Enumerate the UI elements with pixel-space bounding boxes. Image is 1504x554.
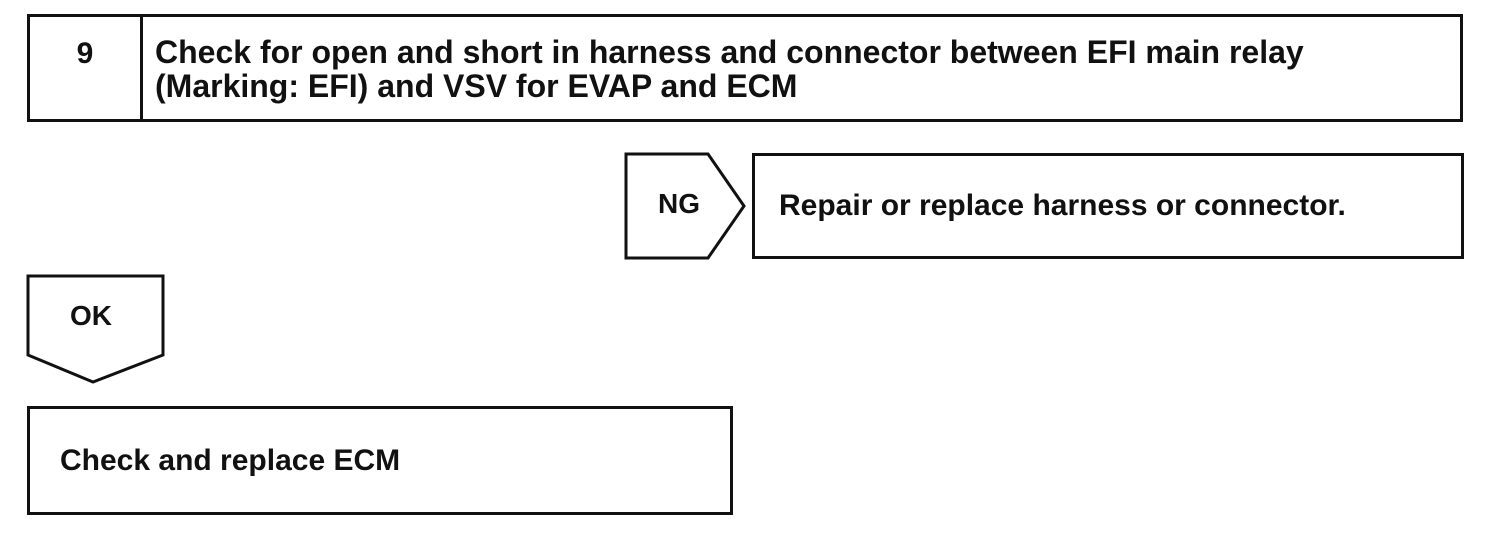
step-header: 9 Check for open and short in harness an… — [27, 14, 1463, 122]
ok-label: OK — [70, 300, 112, 331]
ng-arrow-icon — [624, 152, 746, 260]
step-number: 9 — [30, 17, 143, 119]
ng-label: NG — [658, 188, 700, 219]
ok-arrow-icon — [26, 274, 165, 384]
ok-action-text: Check and replace ECM — [60, 443, 401, 477]
ng-action-text: Repair or replace harness or connector. — [779, 189, 1346, 222]
ng-action-box: Repair or replace harness or connector. — [752, 153, 1464, 259]
ok-action-box: Check and replace ECM — [27, 406, 733, 515]
step-title: Check for open and short in harness and … — [155, 34, 1304, 104]
